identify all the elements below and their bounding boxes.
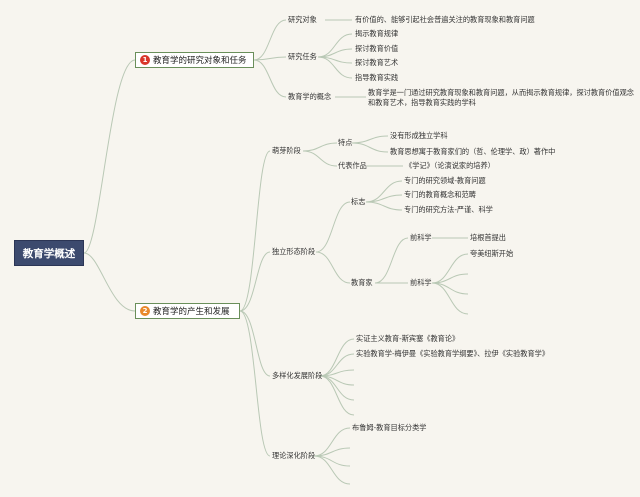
node-science[interactable]: 前科学 xyxy=(410,278,432,287)
node-diversified-stage[interactable]: 多样化发展阶段 xyxy=(272,371,323,380)
node-concept-content[interactable]: 教育学是一门通过研究教育现象和教育问题，从而揭示教育规律，探讨教育价值观念和教育… xyxy=(368,88,634,108)
node-science-content[interactable]: 夸美纽斯开始 xyxy=(470,249,514,258)
node-concept[interactable]: 教育学的概念 xyxy=(288,92,332,101)
node-mark-item[interactable]: 专门的教育概念和范畴 xyxy=(404,190,476,199)
node-mark-item[interactable]: 专门的研究领域-教育问题 xyxy=(404,176,486,185)
node-research-tasks[interactable]: 研究任务 xyxy=(288,52,317,61)
node-pre-science-content[interactable]: 培根首提出 xyxy=(470,233,506,242)
branch-research-object-task[interactable]: 1 教育学的研究对象和任务 xyxy=(135,52,254,68)
root-topic[interactable]: 教育学概述 xyxy=(14,240,84,266)
node-theoretical-stage[interactable]: 理论深化阶段 xyxy=(272,451,316,460)
node-feature-item[interactable]: 教育思想寓于教育家们的（哲、伦理学、政）著作中 xyxy=(390,147,556,156)
node-feature-item[interactable]: 没有形成独立学科 xyxy=(390,131,448,140)
node-diversified-item[interactable]: 实证主义教育-斯宾塞《教育论》 xyxy=(356,334,460,343)
node-marks[interactable]: 标志 xyxy=(351,197,366,206)
node-features[interactable]: 特点 xyxy=(338,138,353,147)
root-topic-label: 教育学概述 xyxy=(22,247,76,260)
badge-number-2: 2 xyxy=(140,306,150,316)
node-sprouting-stage[interactable]: 萌芽阶段 xyxy=(272,146,301,155)
node-mark-item[interactable]: 专门的研究方法-严谨、科学 xyxy=(404,205,493,214)
node-research-object[interactable]: 研究对象 xyxy=(288,15,317,24)
branch-label: 教育学的研究对象和任务 xyxy=(153,56,247,66)
node-theoretical-item[interactable]: 布鲁姆-教育目标分类学 xyxy=(352,423,427,432)
node-educators[interactable]: 教育家 xyxy=(351,278,373,287)
node-works-content[interactable]: 《学记》（论演说家的培养） xyxy=(405,161,495,170)
node-task-item[interactable]: 探讨教育艺术 xyxy=(355,58,399,67)
badge-number-1: 1 xyxy=(140,55,150,65)
node-works[interactable]: 代表作品 xyxy=(338,161,367,170)
node-pre-science[interactable]: 前科学 xyxy=(410,233,432,242)
node-diversified-item[interactable]: 实验教育学-梅伊曼《实验教育学纲要》、拉伊《实验教育学》 xyxy=(356,349,550,358)
node-research-object-content[interactable]: 有价值的、能够引起社会普遍关注的教育现象和教育问题 xyxy=(355,15,535,24)
node-task-item[interactable]: 揭示教育规律 xyxy=(355,29,399,38)
node-task-item[interactable]: 探讨教育价值 xyxy=(355,44,399,53)
node-independent-stage[interactable]: 独立形态阶段 xyxy=(272,247,316,256)
branch-origin-development[interactable]: 2 教育学的产生和发展 xyxy=(135,303,240,319)
node-task-item[interactable]: 指导教育实践 xyxy=(355,73,399,82)
branch-label: 教育学的产生和发展 xyxy=(153,307,230,317)
